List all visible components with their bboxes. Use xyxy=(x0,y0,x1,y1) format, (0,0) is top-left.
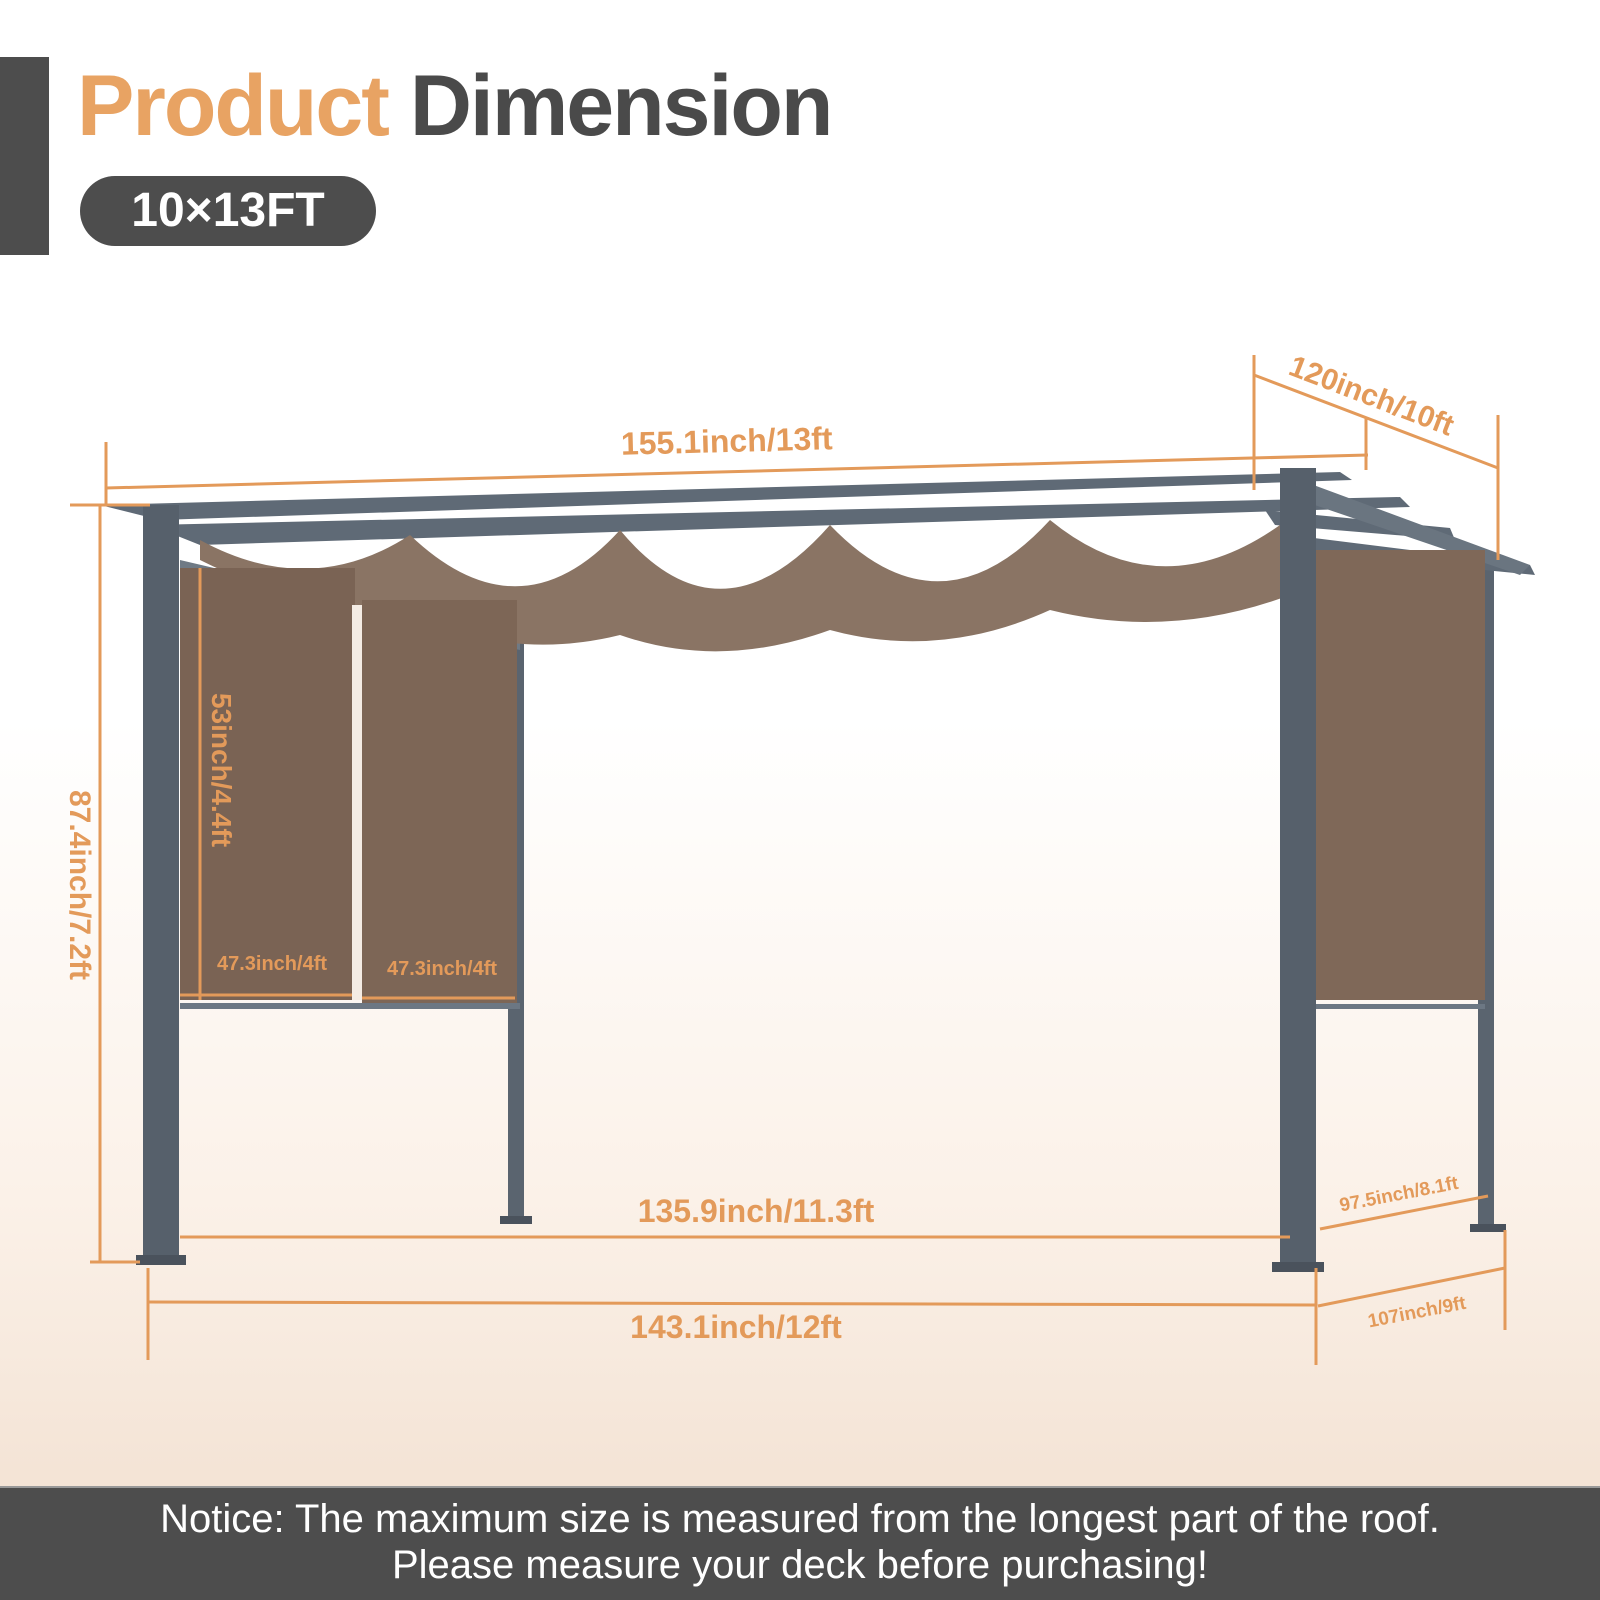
curtain-left xyxy=(180,568,355,1000)
label-post-inner-length: 135.9inch/11.3ft xyxy=(638,1193,875,1229)
curtain-side xyxy=(1310,550,1485,1000)
label-roof-length: 155.1inch/13ft xyxy=(620,420,833,462)
title-product: Product xyxy=(77,58,390,154)
accent-bar xyxy=(0,57,49,255)
title-dimension: Dimension xyxy=(409,58,834,154)
label-curtain-width-right: 47.3inch/4ft xyxy=(387,958,497,980)
notice-line-1: Notice: The maximum size is measured fro… xyxy=(160,1497,1440,1541)
label-curtain-width-left: 47.3inch/4ft xyxy=(217,953,327,975)
notice-banner: Notice: The maximum size is measured fro… xyxy=(0,1486,1600,1600)
curtain-right xyxy=(362,600,517,1005)
page-title: Product Dimension xyxy=(77,56,834,156)
notice-line-2: Please measure your deck before purchasi… xyxy=(391,1543,1208,1587)
label-height: 87.4inch/7.2ft xyxy=(63,790,96,980)
label-post-outer-length: 143.1inch/12ft xyxy=(630,1309,842,1345)
pergola-frame xyxy=(100,468,1535,1272)
label-curtain-height: 53inch/4.4ft xyxy=(206,693,237,847)
label-post-inner-depth: 97.5inch/8.1ft xyxy=(1338,1173,1461,1217)
dimension-lines xyxy=(70,355,1507,1365)
size-badge: 10×13FT xyxy=(80,176,376,246)
label-post-outer-depth: 107inch/9ft xyxy=(1366,1293,1468,1333)
